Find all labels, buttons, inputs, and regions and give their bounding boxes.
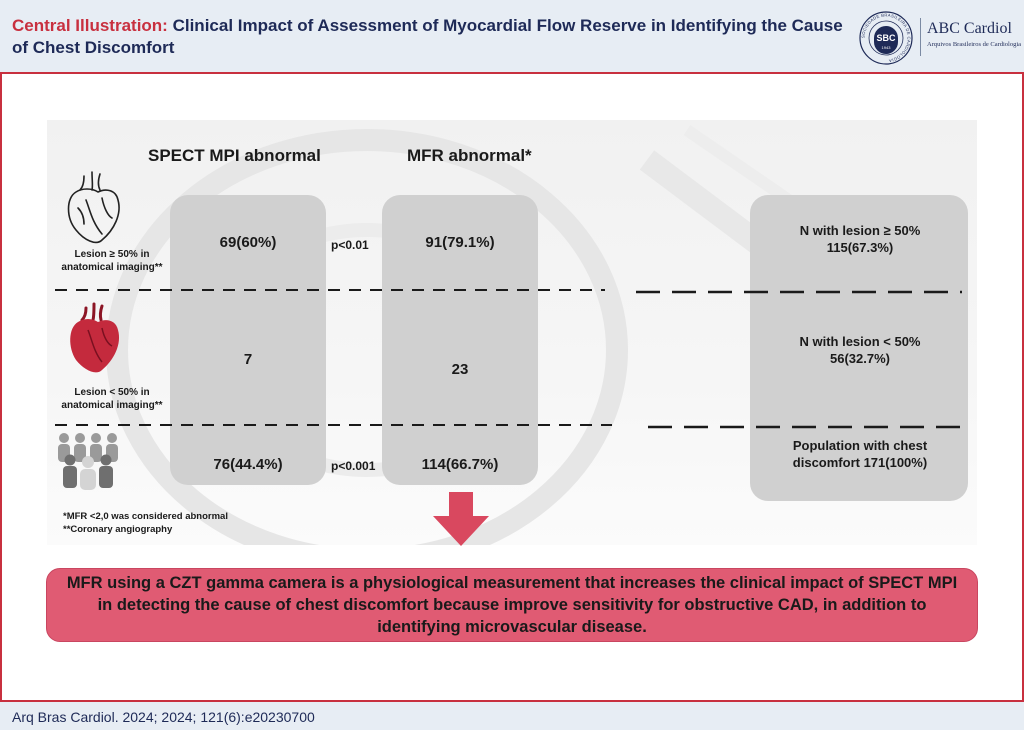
column-title-mfr: MFR abnormal* <box>407 146 532 165</box>
people-group-icon <box>58 433 118 490</box>
row3-mfr-value: 114(66.7%) <box>421 456 499 473</box>
anatomical-heart-icon <box>67 171 120 244</box>
seal-year: 1943 <box>882 45 892 50</box>
row3-spect-value: 76(44.4%) <box>213 456 283 473</box>
spect-column-box <box>170 195 326 485</box>
row1-mfr-value: 91(79.1%) <box>425 234 495 251</box>
row3-p-value: p<0.001 <box>331 459 376 473</box>
header-bar: Central Illustration: Clinical Impact of… <box>0 0 1024 74</box>
footnote-angiography: **Coronary angiography <box>63 524 173 535</box>
row2-spect-value: 7 <box>243 351 253 368</box>
row1-side-text: N with lesion ≥ 50% 115(67.3%) <box>799 223 921 255</box>
population-box <box>750 195 968 501</box>
row2-side-text: N with lesion < 50% 56(32.7%) <box>799 334 921 366</box>
row2-mfr-value: 23 <box>451 361 469 378</box>
seal-text: SBC <box>876 33 896 43</box>
footnote-mfr: *MFR <2,0 was considered abnormal <box>63 511 228 522</box>
column-title-spect: SPECT MPI abnormal <box>148 146 321 165</box>
mfr-column-box <box>382 195 538 485</box>
logo-divider <box>920 18 921 56</box>
sbc-seal-logo: SBC 1943 SOCIEDADE BRASILEIRA DE CARDIOL… <box>859 11 913 65</box>
row1-p-value: p<0.01 <box>331 238 369 252</box>
citation: Arq Bras Cardiol. 2024; 2024; 121(6):e20… <box>12 709 315 725</box>
footer-bar: Arq Bras Cardiol. 2024; 2024; 121(6):e20… <box>0 700 1024 730</box>
conclusion-text: MFR using a CZT gamma camera is a physio… <box>66 574 958 636</box>
journal-subtitle: Arquivos Brasileiros de Cardiologia <box>927 41 1022 48</box>
journal-logo: ABC Cardiol Arquivos Brasileiros de Card… <box>927 20 1022 49</box>
page-title: Central Illustration: Clinical Impact of… <box>12 15 852 59</box>
row1-spect-value: 69(60%) <box>219 234 277 251</box>
conclusion-banner: MFR using a CZT gamma camera is a physio… <box>46 568 978 642</box>
journal-name: ABC Cardiol <box>927 20 1012 37</box>
down-arrow-icon <box>433 492 489 546</box>
row3-side-text: Population with chest discomfort 171(100… <box>792 438 928 470</box>
row2-label: Lesion < 50% in anatomical imaging** <box>61 387 163 411</box>
title-lead: Central Illustration: <box>12 16 168 35</box>
row1-label: Lesion ≥ 50% in anatomical imaging** <box>61 249 163 273</box>
title-text: Clinical Impact of Assessment of Myocard… <box>12 16 843 57</box>
red-heart-icon <box>70 302 120 373</box>
